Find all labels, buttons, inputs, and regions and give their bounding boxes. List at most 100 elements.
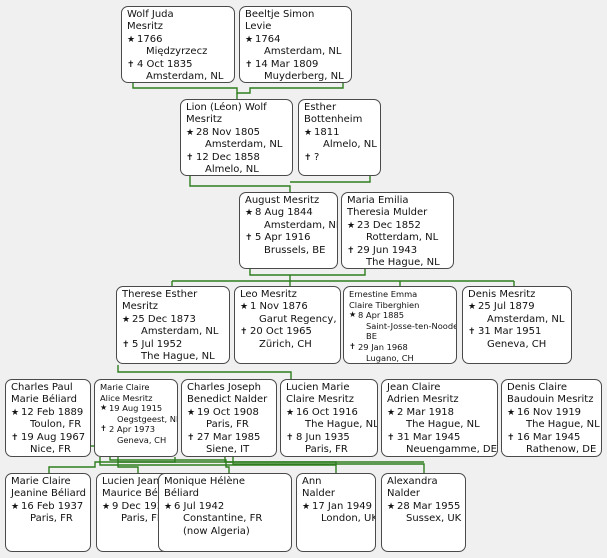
birth-star-icon: ★ (387, 501, 396, 512)
death-cross-icon: ✝ (347, 245, 355, 256)
birth-star-icon: ★ (164, 501, 173, 512)
person-name: Mesritz (122, 301, 159, 313)
person-name: Levie (245, 21, 272, 33)
person-name: Jeanine Béliard (11, 488, 86, 500)
event-date: 16 Oct 1916 (296, 406, 358, 418)
birth-star-icon: ★ (102, 501, 111, 512)
event-place: (now Algeria) (183, 525, 250, 537)
event-date: 17 Jan 1949 (312, 500, 372, 512)
event-place: Rathenow, DE (526, 444, 597, 456)
person-name: Claire Tiberghien (349, 299, 420, 310)
event-place: Brussels, BE (264, 244, 326, 256)
event-place: The Hague, NL (366, 257, 440, 269)
event-place: Siene, IT (206, 444, 250, 456)
birth-star-icon: ★ (11, 501, 20, 512)
birth-star-icon: ★ (347, 220, 356, 231)
event-date: 29 Jan 1968 (358, 341, 408, 352)
person-name: Alice Mesritz (100, 392, 153, 403)
event-place: The Hague, NL (406, 419, 480, 431)
person-name: Monique Hélène (164, 476, 245, 487)
event-date: 9 Dec 1938 (112, 500, 170, 512)
event-place: Geneva, CH (487, 338, 547, 350)
event-date: 14 Mar 1809 (255, 58, 319, 70)
connector-line (117, 365, 292, 379)
event-place: Muyderberg, NL (264, 71, 344, 83)
birth-star-icon: ★ (286, 407, 295, 418)
person-name: Denis Claire (507, 382, 568, 393)
event-place: Constantine, FR (183, 513, 263, 525)
birth-star-icon: ★ (11, 407, 20, 418)
event-date: 28 Nov 1805 (196, 126, 261, 138)
person-name: Charles Joseph (187, 382, 261, 393)
event-date: 19 Aug 1967 (21, 431, 86, 443)
person-name: Nalder (302, 488, 335, 500)
person-name: Nalder (387, 488, 420, 500)
event-date: 4 Oct 1835 (137, 58, 193, 70)
event-date: 5 Apr 1916 (255, 232, 311, 244)
event-place: Nice, FR (30, 444, 71, 456)
event-date: 27 Mar 1985 (197, 431, 261, 443)
person-name: Marie Béliard (11, 394, 77, 406)
event-date: 8 Apr 1885 (358, 310, 405, 321)
person-name: Béliard (164, 488, 199, 500)
person-name: Mesritz (127, 21, 164, 33)
event-place: Toulon, FR (30, 419, 82, 431)
birth-star-icon: ★ (349, 310, 357, 320)
event-place: Amsterdam, NL (264, 46, 342, 58)
person-name: Leo Mesritz (240, 289, 297, 300)
event-place: Geneva, CH (117, 434, 167, 445)
person-name: August Mesritz (245, 195, 320, 206)
event-place: Almelo, NL (323, 139, 377, 151)
person-name: Lucien Jean (102, 476, 160, 487)
person-name: Lucien Marie (286, 382, 350, 393)
death-cross-icon: ✝ (122, 339, 130, 350)
event-date: 12 Dec 1858 (196, 151, 260, 163)
event-place: Paris, FR (30, 513, 73, 525)
death-cross-icon: ✝ (186, 152, 194, 163)
event-place: Zürich, CH (259, 338, 312, 350)
person-name: Ernestine Emma (349, 289, 418, 299)
connector-line (290, 176, 371, 183)
death-cross-icon: ✝ (245, 233, 253, 244)
person-name: Esther (304, 102, 337, 113)
connector-line (189, 176, 291, 192)
